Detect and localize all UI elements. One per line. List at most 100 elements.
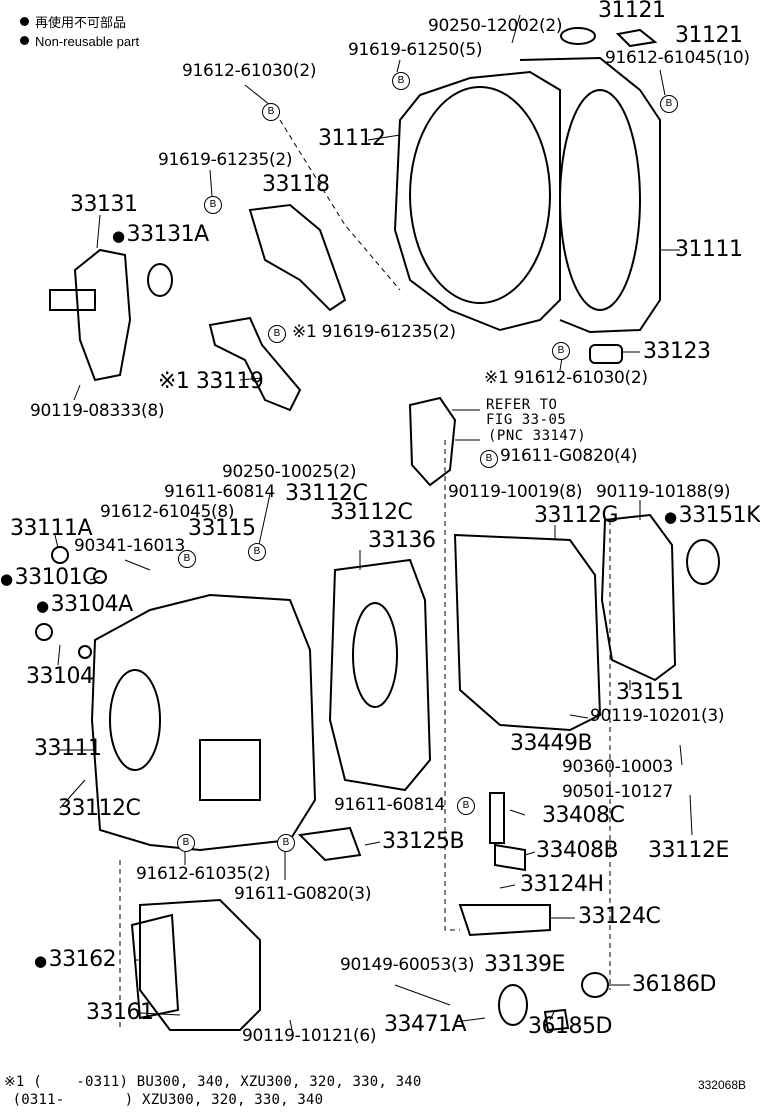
- bolt-marker-icon: B: [660, 95, 678, 113]
- part-label: 91611-G0820(3): [234, 884, 372, 904]
- rear-cover-33151: [600, 513, 677, 682]
- part-label: 33112C: [285, 481, 368, 506]
- gear-33471A: [498, 984, 528, 1026]
- diagram-code: 332068B: [697, 1078, 746, 1092]
- part-label-nonreusable: 33131A: [112, 224, 210, 246]
- bracket-33408B: [494, 843, 526, 872]
- bolt-marker-icon: B: [177, 834, 195, 852]
- part-label: 33123: [643, 339, 711, 364]
- bolt-marker-icon: B: [268, 325, 286, 343]
- bolt-marker-icon: B: [480, 450, 498, 468]
- part-label: 90119-10121(6): [242, 1026, 377, 1046]
- part-label: 90341-16013: [74, 536, 185, 556]
- gear-36186D: [581, 972, 609, 998]
- part-label: 33125B: [382, 829, 465, 854]
- legend-nonreusable-en: Non-reusable part: [20, 34, 139, 49]
- cover-plate: [615, 28, 658, 48]
- part-label: 33449B: [510, 731, 593, 756]
- bell-housing-flange: [519, 56, 661, 334]
- part-label: 33111: [34, 736, 102, 761]
- part-label: 31121: [598, 0, 666, 23]
- rear-housing-33112G: [453, 533, 602, 732]
- part-label: 91612-61045(8): [100, 502, 235, 522]
- part-label: 91619-61235(2): [158, 150, 293, 170]
- bolt-marker-icon: B: [178, 550, 196, 568]
- part-label: FIG 33-05: [486, 412, 567, 428]
- part-label: 90250-10025(2): [222, 462, 357, 482]
- plug-33111A: [51, 546, 69, 564]
- part-label: 33124H: [520, 872, 604, 897]
- part-label: 33112G: [534, 503, 619, 528]
- bracket-33118: [248, 203, 347, 312]
- part-label: 33139E: [484, 952, 565, 977]
- footnote-line-2: (0311- ) XZU300, 320, 330, 340: [4, 1092, 324, 1108]
- part-label: 33408C: [542, 803, 625, 828]
- part-label: 90119-08333(8): [30, 401, 165, 421]
- part-label: 33161: [86, 1000, 154, 1025]
- part-label: 91611-60814: [164, 482, 275, 502]
- bullet-icon: [20, 36, 29, 45]
- part-label: 33112C: [58, 796, 141, 821]
- bolt-marker-icon: B: [552, 342, 570, 360]
- part-label-nonreusable: 33151K: [664, 505, 760, 527]
- seal-33131A: [147, 263, 173, 297]
- bell-housing-bore: [409, 86, 551, 304]
- part-label: 33112C: [330, 500, 413, 525]
- bolt-marker-icon: B: [262, 103, 280, 121]
- part-label: 91611-G0820(4): [500, 446, 638, 466]
- plug-33104: [35, 623, 53, 641]
- part-label: 91619-61250(5): [348, 40, 483, 60]
- intermediate-plate-33136: [328, 558, 432, 792]
- part-label: 33408B: [536, 838, 619, 863]
- part-label: 33115: [188, 516, 256, 541]
- part-label: (PNC 33147): [488, 428, 587, 444]
- part-label: 33131: [70, 192, 138, 217]
- cap-33123: [589, 344, 623, 364]
- gasket-33162: [130, 913, 180, 1020]
- part-label: 91611-60814: [334, 795, 445, 815]
- bullet-icon: [20, 17, 29, 26]
- part-label: 31121: [675, 23, 743, 48]
- part-label: 90119-10201(3): [590, 706, 725, 726]
- part-label: 90149-60053(3): [340, 955, 475, 975]
- part-label: 36186D: [632, 972, 716, 997]
- case-window: [199, 739, 261, 801]
- part-label-nonreusable: 33162: [34, 949, 117, 971]
- gasket-33104A: [78, 645, 92, 659]
- part-label: 90119-10188(9): [596, 482, 731, 502]
- part-label-nonreusable: 33104A: [36, 594, 134, 616]
- bell-housing-outline: [393, 70, 561, 332]
- part-label: 90119-10019(8): [448, 482, 583, 502]
- part-label: 33471A: [384, 1012, 467, 1037]
- cover-cap: [560, 27, 596, 45]
- part-label: 90360-10003: [562, 757, 673, 777]
- bolt-marker-icon: B: [392, 72, 410, 90]
- part-label: 91612-61045(10): [605, 48, 750, 68]
- extension-33131: [73, 248, 132, 382]
- seal-33151K: [686, 539, 720, 585]
- shaft-33131: [49, 289, 96, 311]
- bolt-marker-icon: B: [248, 543, 266, 561]
- part-label: 90501-10127: [562, 782, 673, 802]
- bolt-marker-icon: B: [204, 196, 222, 214]
- part-label: 31112: [318, 126, 386, 151]
- part-label: 36185D: [528, 1014, 612, 1039]
- part-label: 33104: [26, 664, 94, 689]
- part-label: 33124C: [578, 904, 661, 929]
- part-label: 33112E: [648, 838, 729, 863]
- part-label: REFER TO: [486, 397, 558, 413]
- bolt-marker-icon: B: [277, 834, 295, 852]
- part-label: ※1 33119: [158, 369, 264, 394]
- legend-nonreusable-jp: 再使用不可部品: [20, 12, 126, 31]
- lever-33408C: [489, 792, 505, 844]
- cover-33124C: [458, 904, 551, 937]
- gear-36185D: [543, 1008, 570, 1032]
- bell-housing-rear-bore: [559, 89, 641, 311]
- bracket-33119: [208, 316, 302, 412]
- part-label: 33151: [616, 680, 684, 705]
- cover-33161: [139, 898, 261, 1031]
- transmission-case-33111: [90, 593, 317, 852]
- part-label: 33111A: [10, 516, 93, 541]
- bracket-33125B: [297, 826, 362, 862]
